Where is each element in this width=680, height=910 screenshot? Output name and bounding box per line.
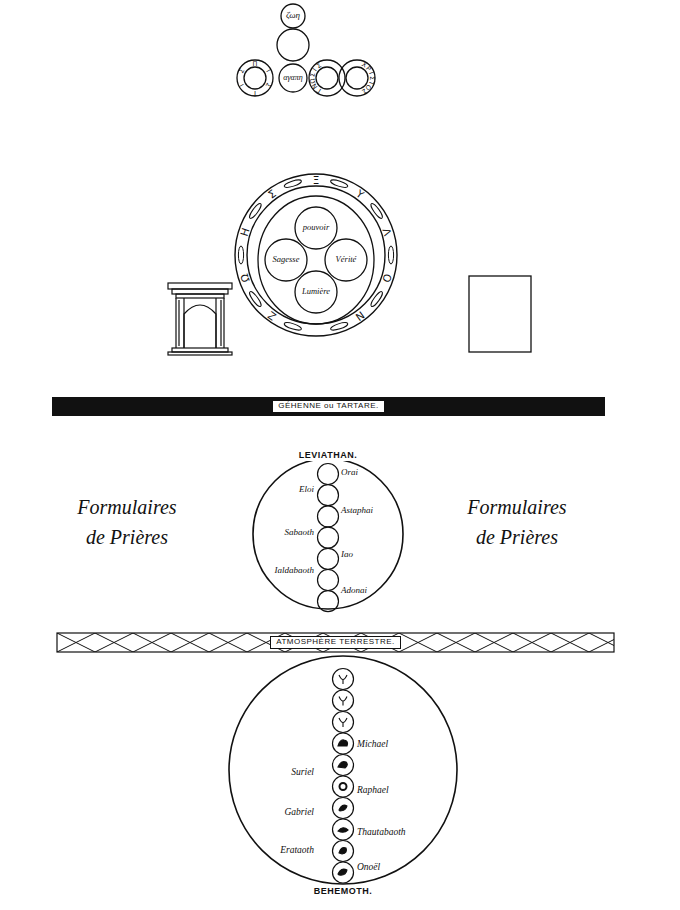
outline (295, 207, 337, 249)
ring-letter: Ν (354, 309, 367, 322)
ring-letter: Ι (367, 71, 374, 75)
circle-label: Sagesse (273, 255, 300, 264)
angel-name: Michael (357, 739, 388, 749)
hatched-band-label: ATMOSPHÈRE TERRESTRE. (57, 633, 614, 652)
chain-link (283, 178, 302, 189)
angel-name: Gabriel (284, 807, 314, 817)
archon-name: Adonai (341, 586, 367, 596)
black-band: GÉHENNE ou TARTARE. (52, 397, 605, 416)
chain-link (238, 246, 243, 264)
outline (247, 186, 385, 324)
archon-name: Eloi (299, 485, 314, 495)
archon-name: Orai (341, 468, 358, 478)
love-circle: αγαπη (278, 63, 308, 93)
circle-heading: LEVIATHAN. (297, 451, 359, 461)
circle-label: Vérité (336, 255, 357, 264)
band-label: GÉHENNE ou TARTARE. (272, 400, 385, 413)
oval (258, 196, 374, 324)
archon-name: Ialdabaoth (275, 566, 315, 576)
virtue-circle: Sagesse (264, 238, 308, 282)
chain-link (369, 202, 384, 220)
ring-letter: Ο (381, 273, 394, 284)
ring-letter: Ω (238, 273, 250, 284)
hatched-band (57, 633, 614, 652)
circle-label: αγαπη (283, 74, 303, 83)
outline (325, 239, 367, 281)
life-circle: ζωη (280, 3, 306, 29)
angel-name: Raphael (357, 785, 389, 795)
behemoth-circle: BEHEMOTH. (228, 655, 458, 885)
behemoth-column (333, 669, 354, 884)
leviathan-circle: LEVIATHAN. (252, 458, 404, 610)
leviathan-column (318, 464, 339, 612)
circle-label: pouvoir (303, 223, 329, 232)
angel-name: Thautabaoth (357, 827, 406, 837)
outline (295, 271, 337, 313)
ring-inscription: ΧΡΙΣΤΟΣ (338, 59, 376, 97)
archon-name: Iao (341, 550, 353, 560)
outline (339, 60, 375, 96)
ring-letter: Ξ (313, 175, 320, 186)
ring-letter: Η (238, 226, 250, 237)
band-label: ATMOSPHÈRE TERRESTRE. (270, 636, 401, 649)
ring-letter: Ι (239, 83, 246, 88)
archon-name: Sabaoth (284, 528, 314, 538)
greek-ring: ΓΝΩΣΙΣ (308, 59, 346, 97)
virtue-circle: pouvoir (294, 206, 338, 250)
outline (235, 174, 397, 336)
ring-letter: Σ (368, 76, 375, 80)
outline (253, 459, 403, 609)
outline (237, 60, 273, 96)
ring-letter: Γ (316, 87, 322, 94)
ring-letter: Σ (239, 67, 247, 74)
virtue-circle: Vérité (324, 238, 368, 282)
chain-link (248, 290, 263, 308)
circle-heading: BEHEMOTH. (312, 887, 375, 897)
ring-letter: Σ (264, 82, 272, 89)
circle-label: ζωη (286, 11, 300, 21)
virtue-circle: Lumière (294, 270, 338, 314)
column-glyphs (338, 675, 348, 875)
angel-name: Erataoth (280, 845, 314, 855)
outline (265, 239, 307, 281)
ring-letter: Υ (354, 188, 365, 200)
ring-letter: Ζ (266, 309, 278, 322)
ring-letter: Π (253, 60, 258, 67)
prayer-note: Formulaires de Prières (467, 492, 567, 552)
chain-link (248, 202, 263, 220)
ring-letter: Ι (264, 68, 271, 73)
ring-inscription: ΓΝΩΣΙΣ (308, 59, 346, 97)
chain-link (369, 290, 384, 308)
plain-circle (277, 29, 309, 61)
node-outline (228, 655, 458, 885)
chain-ring: Ξ Υ Λ Ο Ν Ζ Ω Η ΣpouvoirSagesse VéritéLumière (234, 173, 398, 337)
node-outline (252, 458, 404, 610)
angel-name: Suriel (291, 767, 314, 777)
ring-letter: Σ (309, 72, 316, 77)
prayer-note: Formulaires de Prières (77, 492, 177, 552)
chain-link (283, 321, 302, 332)
greek-ring: ΠΙΣΤΙΣ (236, 59, 274, 97)
greek-ring: ΧΡΙΣΤΟΣ (338, 59, 376, 97)
chain-link (330, 321, 349, 332)
ring-letter: Τ (253, 89, 257, 96)
outline (279, 64, 307, 92)
outline (229, 656, 457, 884)
ring-letter: Σ (316, 62, 323, 70)
chain-link (388, 246, 393, 264)
chain-link (330, 178, 349, 189)
circle-label: Lumière (302, 287, 330, 296)
ring-letter: Λ (381, 227, 393, 237)
ring-inscription: ΠΙΣΤΙΣ (236, 59, 274, 97)
outline (281, 4, 305, 28)
altar-drawing (168, 283, 232, 355)
archon-name: Astaphai (341, 506, 373, 516)
outline (244, 67, 266, 89)
angel-name: Onoël (357, 862, 380, 872)
ring-letter: Σ (266, 188, 278, 200)
square (469, 276, 531, 352)
